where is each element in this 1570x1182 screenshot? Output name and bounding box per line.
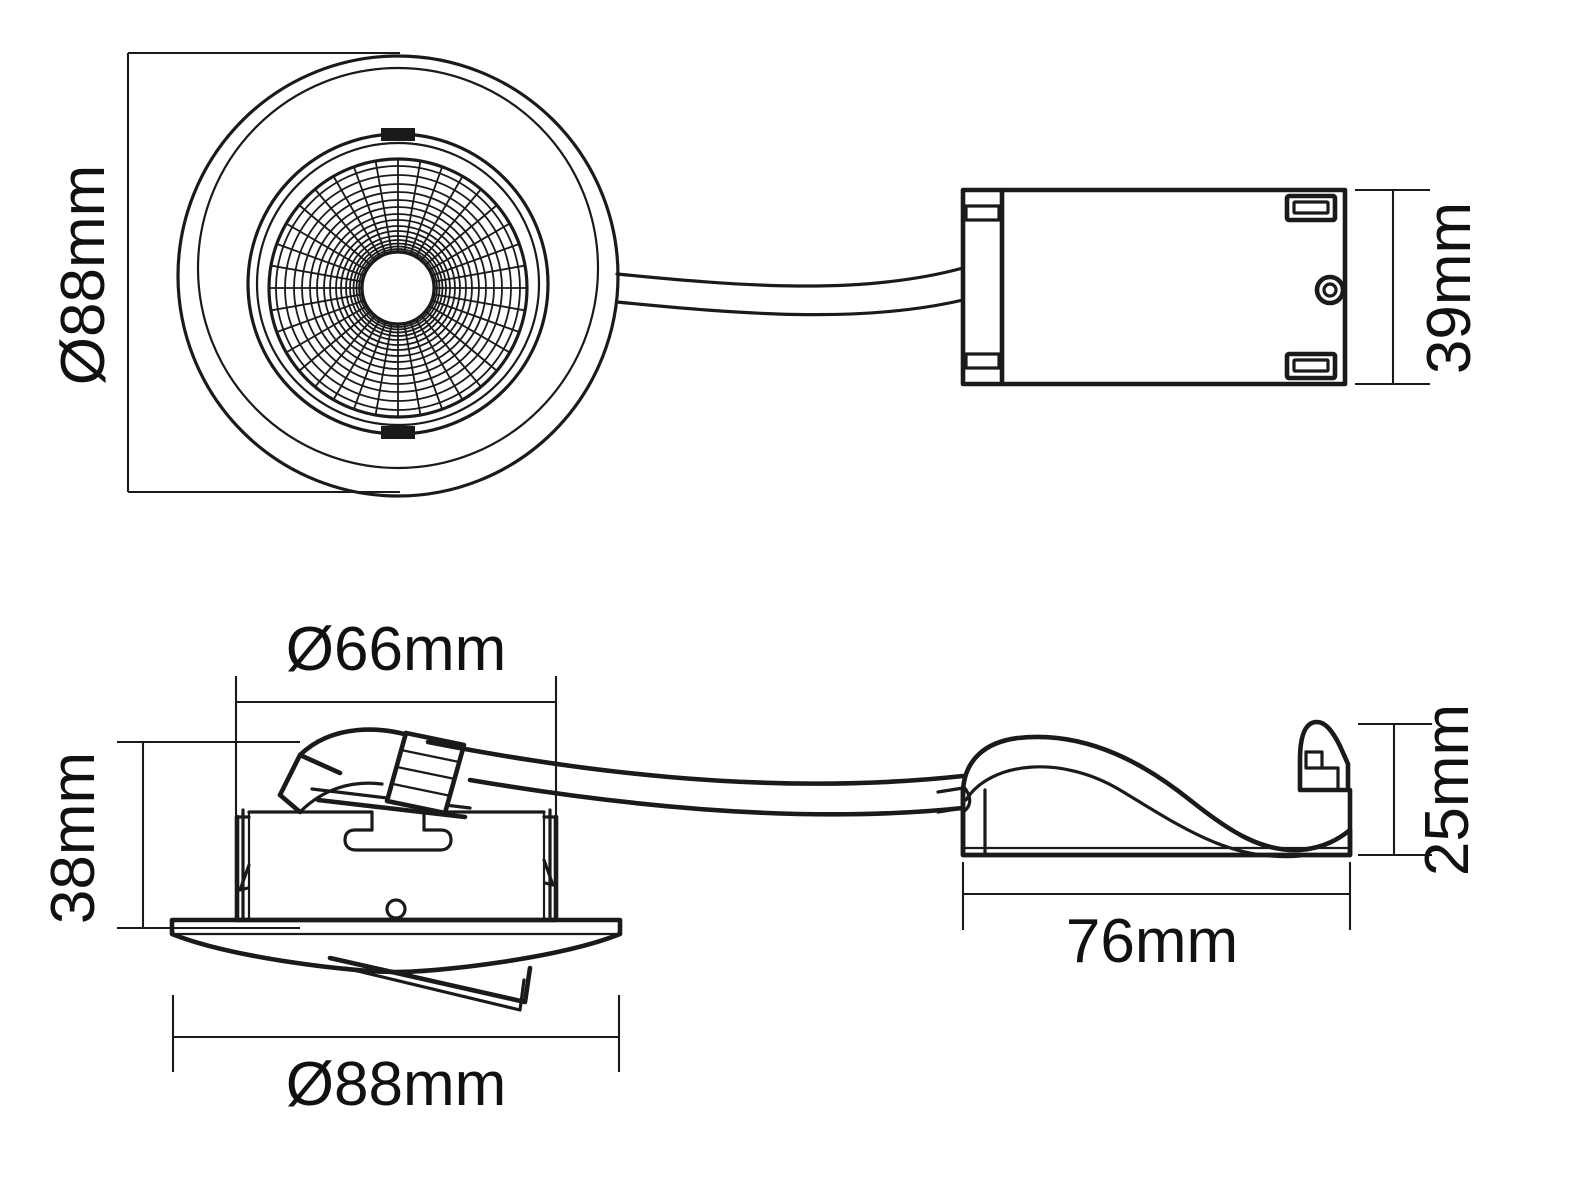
dimension-label-h38: 38mm bbox=[39, 752, 108, 924]
reflector-ring-outer-inner bbox=[255, 141, 541, 427]
driver-housing-outline bbox=[960, 187, 1348, 387]
inner-body-circle bbox=[196, 66, 600, 470]
dimension-w-76: 76mm bbox=[961, 862, 1352, 976]
dimension-dia-88-bottom: Ø88mm bbox=[171, 995, 621, 1119]
driver-clip-step-notches-2 bbox=[1304, 750, 1324, 770]
cable-bottom-edge bbox=[615, 298, 965, 317]
housing-can-body bbox=[234, 814, 559, 923]
dimension-h-38: 38mm bbox=[39, 740, 300, 930]
driver-left-tab-top bbox=[964, 204, 1001, 222]
driver-side-wave-inner bbox=[964, 765, 1302, 859]
section-cable-top bbox=[425, 739, 966, 786]
top-view-group bbox=[176, 54, 965, 498]
lamp-head-left-edge bbox=[277, 792, 303, 815]
reflector-ring-inner bbox=[267, 157, 529, 419]
driver-mount-tab-top-inner bbox=[1292, 200, 1330, 215]
driver-gland-hole-inner bbox=[1322, 282, 1338, 298]
driver-cable-stub-bottom bbox=[936, 806, 965, 814]
driver-side-base bbox=[960, 787, 1353, 858]
dimension-dia-66: Ø66mm bbox=[234, 615, 558, 818]
spring-clip-leg-inner bbox=[343, 966, 526, 1012]
lamp-head-inner-arc bbox=[298, 781, 384, 814]
dimension-label-w76: 76mm bbox=[1066, 907, 1238, 976]
housing-screw-hole bbox=[385, 898, 407, 920]
driver-side-view-group bbox=[936, 719, 1353, 859]
dimension-label-dia88-top: Ø88mm bbox=[49, 165, 118, 385]
dimension-h-39: 39mm bbox=[1355, 188, 1484, 386]
dimension-h-25: 25mm bbox=[1358, 704, 1482, 876]
cable-top-edge bbox=[615, 266, 965, 288]
dimension-label-h39: 39mm bbox=[1415, 202, 1484, 374]
gimbal-adjuster-knob bbox=[384, 730, 467, 816]
spring-arrow-left bbox=[238, 863, 251, 892]
knob-knurl-3 bbox=[391, 782, 453, 798]
driver-mount-tab-bottom-inner bbox=[1292, 358, 1330, 373]
section-cable-bottom bbox=[467, 777, 966, 817]
section-view-group bbox=[169, 727, 966, 1012]
led-aperture-circle bbox=[360, 250, 436, 326]
dimension-label-h25: 25mm bbox=[1413, 704, 1482, 876]
housing-top-plate-notch bbox=[247, 810, 546, 852]
driver-side-shell bbox=[960, 734, 1353, 858]
spring-arrow-right bbox=[542, 858, 555, 887]
knob-knurl-1 bbox=[399, 748, 461, 764]
spring-clip-leg-outer bbox=[327, 955, 533, 1005]
dimension-label-dia88-bottom: Ø88mm bbox=[286, 1050, 506, 1119]
gimbal-pivot-bottom bbox=[381, 426, 415, 439]
driver-top-view-group bbox=[960, 187, 1348, 387]
driver-left-tab-bottom bbox=[964, 352, 1001, 370]
driver-mount-clip-fin bbox=[1297, 719, 1351, 793]
dimension-dia-88-top: Ø88mm bbox=[49, 51, 400, 494]
driver-cable-stub-top bbox=[936, 786, 965, 794]
gimbal-pivot-top bbox=[381, 128, 415, 141]
driver-cable-gland-nose bbox=[961, 784, 972, 814]
outer-bezel-circle bbox=[176, 54, 620, 498]
knob-knurl-2 bbox=[395, 765, 457, 781]
dimension-label-dia66: Ø66mm bbox=[286, 615, 506, 684]
